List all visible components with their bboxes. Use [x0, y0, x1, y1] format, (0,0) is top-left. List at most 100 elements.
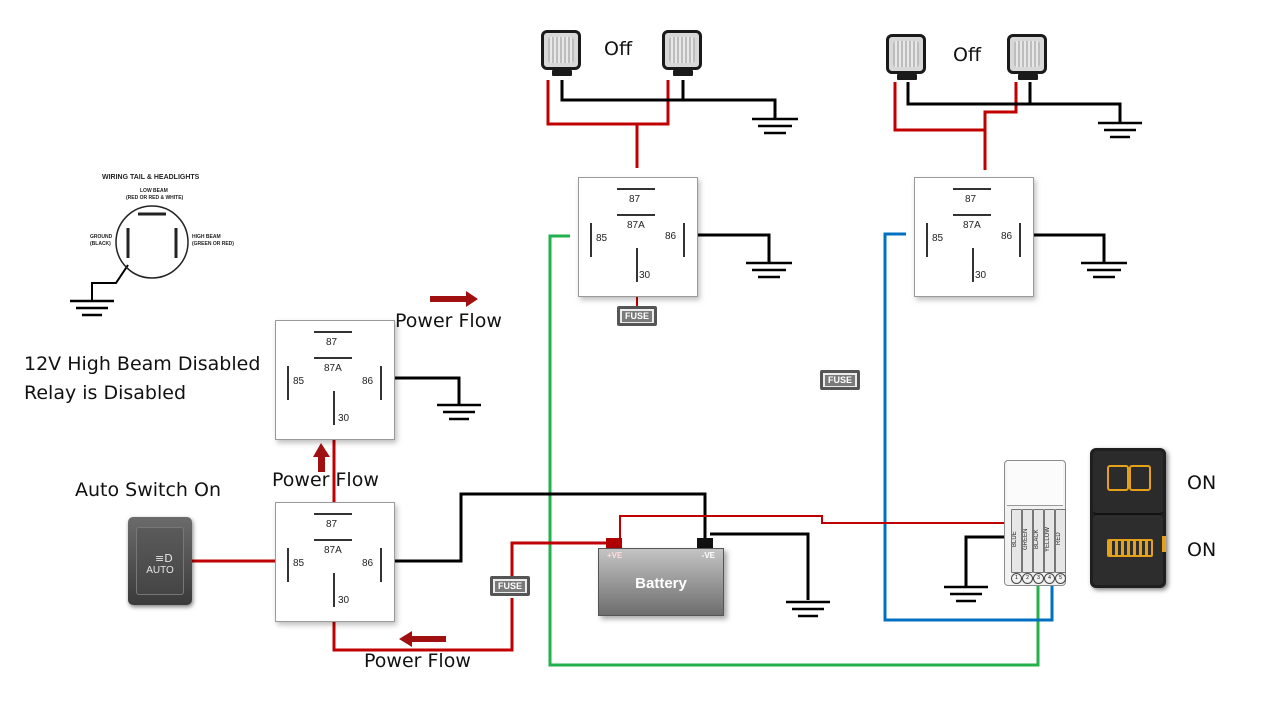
plug-title: WIRING TAIL & HEADLIGHTS	[102, 174, 200, 181]
relay-high-beam: 87 87A 85 86 30	[275, 320, 395, 440]
high-beam-status-line2: Relay is Disabled	[24, 382, 187, 404]
connector-pin-label: RED	[1056, 532, 1062, 546]
relay-top-left: 87 87A 85 86 30	[578, 177, 698, 297]
wire-right-light-ground	[906, 82, 1122, 122]
relay-pin-87a: 87A	[627, 220, 645, 231]
wire-battery-neg-ground	[710, 532, 810, 600]
wire-relay4-30-fuse	[332, 598, 514, 652]
ground-symbol-icon	[1098, 121, 1142, 139]
right-lights-state: Off	[953, 44, 982, 66]
flow-arrow-icon	[430, 291, 478, 307]
power-flow-label-3: Power Flow	[364, 650, 471, 672]
relay-pin-87: 87	[326, 519, 338, 530]
relay-pin-85: 85	[293, 558, 305, 569]
plug-high-beam-sub: (GREEN OR RED)	[192, 241, 234, 247]
fuse-label: FUSE	[825, 375, 855, 386]
ground-symbol-icon	[1081, 261, 1127, 279]
connector-pin-number: 4	[1044, 573, 1055, 584]
fog-light-icon	[1107, 465, 1129, 491]
auto-headlight-icon: ≡D	[155, 552, 173, 565]
battery-terminal-neg	[697, 538, 713, 548]
relay-top-right: 87 87A 85 86 30	[914, 177, 1034, 297]
plug-low-beam-sub: (RED OR RED & WHITE)	[126, 195, 184, 201]
flow-arrow-icon	[399, 631, 446, 647]
power-flow-label-1: Power Flow	[395, 310, 502, 332]
connector-pin-label: BLACK	[1034, 529, 1040, 549]
relay-pin-30: 30	[338, 413, 350, 424]
rocker-switch[interactable]	[1090, 448, 1166, 588]
work-light-icon	[886, 34, 926, 80]
relay-pin-86: 86	[665, 231, 677, 242]
wire-fuse-battery-pos	[510, 541, 616, 578]
relay-pin-87a: 87A	[324, 363, 342, 374]
relay-pin-85: 85	[596, 233, 608, 244]
headlight-plug-diagram: WIRING TAIL & HEADLIGHTS LOW BEAM (RED O…	[82, 170, 242, 330]
ground-symbol-icon	[70, 299, 114, 317]
wire-left-light-ground	[560, 80, 777, 118]
high-beam-status-line1: 12V High Beam Disabled	[24, 353, 261, 375]
rocker-top-state: ON	[1187, 472, 1217, 494]
auto-switch-label: Auto Switch On	[75, 479, 222, 501]
wire-relay4-86-battery	[378, 492, 707, 563]
battery-label: Battery	[635, 575, 687, 592]
ground-symbol-icon	[752, 117, 798, 135]
connector-pin-number: 1	[1011, 573, 1022, 584]
ground-symbol-icon	[746, 261, 792, 279]
relay-pin-87a: 87A	[963, 220, 981, 231]
wire-relay1-86-ground	[684, 233, 771, 262]
battery-positive-label: +VE	[607, 551, 623, 560]
relay-pin-87: 87	[629, 194, 641, 205]
relay-pin-85: 85	[293, 376, 305, 387]
left-lights-state: Off	[604, 38, 633, 60]
plug-ground-sub: (BLACK)	[90, 241, 111, 247]
auto-button-label: AUTO	[146, 565, 174, 576]
headlight-plug-icon	[115, 205, 189, 279]
plug-high-beam: HIGH BEAM	[192, 234, 221, 240]
wire-relay2-86-ground	[1020, 233, 1106, 262]
ground-symbol-icon	[437, 403, 481, 421]
connector-pin-number: 2	[1022, 573, 1033, 584]
wire-plug-ground	[91, 264, 129, 300]
relay-pin-86: 86	[362, 376, 374, 387]
connector-pin-label: GREEN	[1023, 528, 1029, 550]
connector-pin-number: 3	[1033, 573, 1044, 584]
fuse-middle-right: FUSE	[820, 370, 860, 390]
wire-right-light-red	[893, 82, 987, 170]
battery: +VE -VE Battery	[598, 548, 724, 616]
relay-pin-85: 85	[932, 233, 944, 244]
battery-negative-label: -VE	[701, 551, 715, 560]
battery-terminal-pos	[606, 538, 622, 548]
relay-auto: 87 87A 85 86 30	[275, 502, 395, 622]
ground-symbol-icon	[786, 600, 830, 618]
work-light-icon	[1007, 34, 1047, 80]
fuse-label: FUSE	[622, 311, 652, 322]
relay-pin-86: 86	[362, 558, 374, 569]
wire-right-light2-red	[983, 82, 1018, 130]
wire-left-light-red	[546, 80, 639, 168]
wire-relay3-86-ground	[375, 376, 461, 404]
relay-pin-30: 30	[639, 270, 651, 281]
rocker-bottom[interactable]	[1093, 515, 1163, 585]
rocker-top[interactable]	[1093, 451, 1163, 515]
rocker-bottom-state: ON	[1187, 539, 1217, 561]
power-flow-label-2: Power Flow	[272, 469, 379, 491]
connector-pin-label: BLUE	[1012, 531, 1018, 547]
relay-pin-30: 30	[975, 270, 987, 281]
flow-arrow-icon	[313, 443, 330, 472]
plug-ground: GROUND	[90, 234, 113, 240]
fuse-top-left: FUSE	[617, 306, 657, 326]
wire-green	[548, 234, 1040, 667]
fog-light-icon	[1129, 465, 1151, 491]
wire-connector-ground	[964, 535, 1012, 586]
relay-pin-86: 86	[1001, 231, 1013, 242]
auto-switch[interactable]: ≡D AUTO	[128, 517, 192, 605]
work-light-icon	[541, 30, 581, 76]
relay-pin-30: 30	[338, 595, 350, 606]
ground-symbol-icon	[944, 585, 988, 603]
work-light-icon	[662, 30, 702, 76]
fuse-label: FUSE	[495, 581, 525, 592]
wire-battery-pos-connector	[619, 515, 1004, 540]
